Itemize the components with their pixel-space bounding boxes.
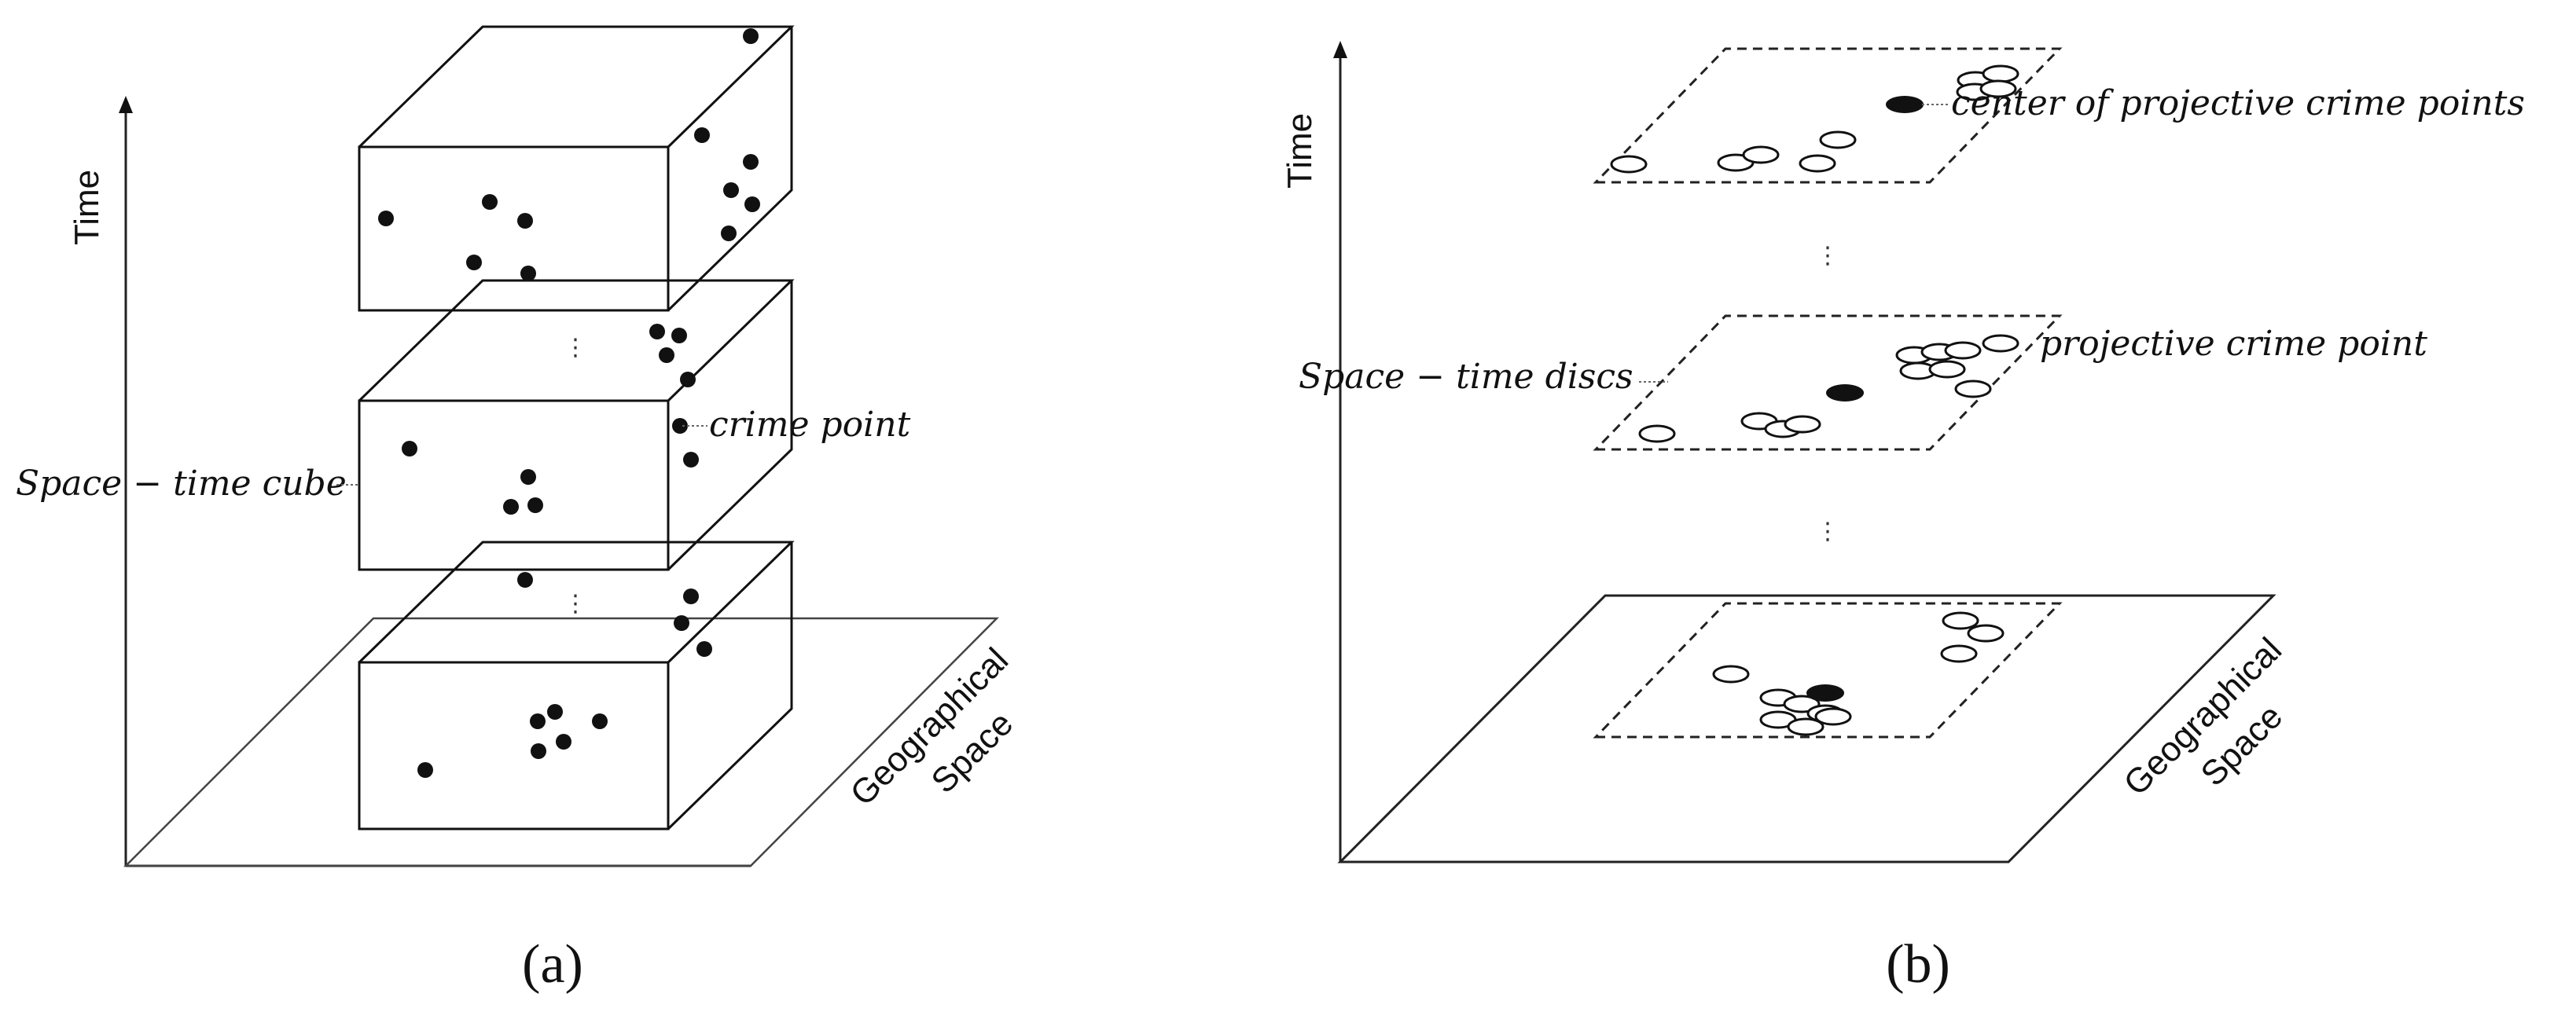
crime-point <box>556 734 571 750</box>
projective-crime-point <box>1940 644 1978 663</box>
panel-label-b: (b) <box>1886 934 1950 995</box>
geographical-plane-b <box>1337 594 2277 864</box>
crime-point <box>721 226 737 241</box>
cubes-a <box>358 25 795 830</box>
ellipsis-b-1: ⋮ <box>1816 242 1839 270</box>
space-time-cube-3 <box>358 541 795 830</box>
crime-point <box>680 372 696 387</box>
crime-point <box>674 615 689 631</box>
crime-point-label: crime point <box>709 405 911 445</box>
crime-point <box>743 28 759 44</box>
space-time-cube-2 <box>358 279 795 571</box>
crime-point <box>723 182 739 198</box>
crime-point <box>402 441 417 456</box>
crime-point <box>520 469 536 485</box>
crime-point <box>531 743 546 759</box>
geographical-plane-a <box>123 617 1000 867</box>
ellipsis-a-1: ⋮ <box>564 334 587 361</box>
panel-label-a: (a) <box>522 934 583 995</box>
projective-points-b <box>1610 64 2019 736</box>
crime-point <box>466 255 482 270</box>
crime-point <box>378 211 394 226</box>
space-time-disc-1 <box>1593 47 2063 184</box>
crime-point <box>547 704 563 720</box>
space-time-cube-1 <box>358 25 795 312</box>
projective-crime-point <box>1954 380 1992 398</box>
projective-crime-point <box>1944 341 1982 360</box>
crime-point <box>696 641 712 657</box>
projective-crime-point <box>1742 145 1780 164</box>
projective-crime-point <box>1610 155 1648 174</box>
crime-point <box>482 194 498 210</box>
crime-point <box>671 328 687 343</box>
ellipsis-a-2: ⋮ <box>564 590 587 618</box>
projective-crime-point <box>1787 717 1825 736</box>
space-time-cube-label: Space − time cube <box>16 464 347 504</box>
projective-crime-point <box>1942 611 1979 630</box>
projective-crime-point <box>1784 415 1821 434</box>
space-time-discs <box>1593 47 2063 739</box>
crime-point <box>530 713 546 729</box>
crime-point <box>743 154 759 170</box>
crime-point <box>527 497 543 513</box>
crime-point <box>517 213 533 229</box>
ellipsis-b-2: ⋮ <box>1816 518 1839 545</box>
projective-crime-point <box>1982 64 2019 83</box>
projective-crime-point <box>1819 130 1857 149</box>
time-axis-label-b: Time <box>1281 113 1319 189</box>
crime-point <box>683 588 699 604</box>
crime-point <box>649 324 665 339</box>
projective-crime-point <box>1814 707 1852 726</box>
center-projective-point <box>1806 684 1844 702</box>
projective-crime-point <box>1783 695 1821 713</box>
projective-crime-point <box>1799 154 1836 173</box>
panel-a: Time Geographical Space ⋮ ⋮ Space − time… <box>16 25 1020 995</box>
crime-points-a <box>378 28 760 778</box>
projective-crime-point <box>1979 79 2017 98</box>
time-axis-b <box>1333 41 2008 864</box>
projective-crime-point <box>1638 424 1676 443</box>
crime-point <box>683 452 699 468</box>
projective-crime-point <box>1982 334 2019 353</box>
projective-crime-point <box>1928 360 1966 379</box>
center-of-projective-points-label: center of projective crime points <box>1951 83 2525 123</box>
crime-point <box>694 127 710 143</box>
crime-point <box>672 418 688 434</box>
projective-crime-point <box>1712 665 1750 684</box>
center-projective-point <box>1886 96 1924 113</box>
projective-crime-point <box>1967 624 2005 643</box>
crime-point <box>520 266 536 281</box>
crime-point <box>517 572 533 588</box>
crime-point <box>592 713 608 729</box>
time-axis-label-a: Time <box>68 170 106 245</box>
crime-point <box>417 762 433 778</box>
space-time-disc-2 <box>1593 314 2063 451</box>
projective-crime-point-label: projective crime point <box>2040 324 2427 364</box>
crime-point <box>744 196 760 212</box>
space-time-discs-label: Space − time discs <box>1299 357 1633 397</box>
space-time-disc-3 <box>1593 602 2063 739</box>
center-projective-point <box>1826 384 1864 402</box>
crime-point <box>503 499 519 515</box>
panel-b: Time Geographical Space ⋮ ⋮ center of pr… <box>1281 41 2525 995</box>
crime-point <box>659 347 674 363</box>
